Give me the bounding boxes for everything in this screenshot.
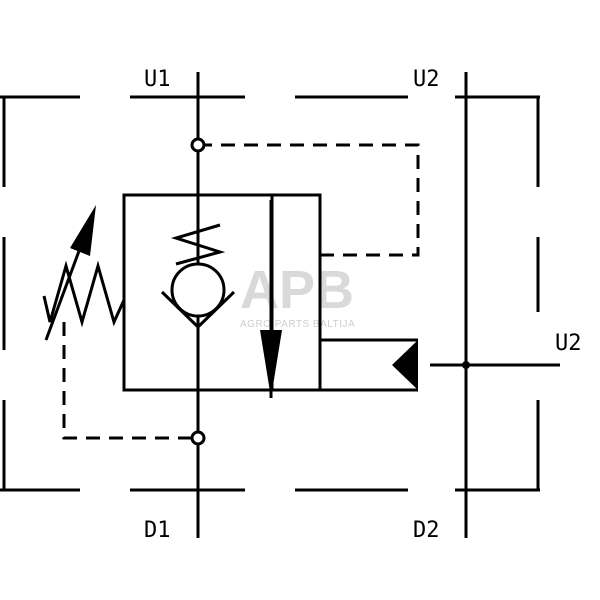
check-valve-icon — [160, 223, 236, 330]
flow-arrow-icon — [260, 200, 282, 398]
adjustable-spring-icon — [42, 205, 126, 341]
junction-bottom — [190, 430, 206, 446]
pilot-triangle-icon — [392, 340, 418, 390]
left-enclosure — [0, 95, 408, 492]
watermark: APB AGRO PARTS BALTIJA — [240, 260, 355, 330]
port-label-u2-side: U2 — [555, 331, 582, 356]
right-enclosure — [455, 95, 540, 492]
port-label-d2: D2 — [413, 518, 440, 543]
port-label-u2-top: U2 — [413, 67, 440, 92]
port-label-u1: U1 — [144, 67, 171, 92]
valve-body — [122, 193, 322, 392]
pilot-line-top — [198, 143, 420, 257]
watermark-logo: APB — [240, 260, 354, 320]
pilot-actuator — [320, 338, 418, 392]
pilot-line-bottom — [62, 322, 198, 440]
junction-top — [190, 137, 206, 153]
port-label-d1: D1 — [144, 518, 171, 543]
watermark-tagline: AGRO PARTS BALTIJA — [240, 319, 355, 330]
junction-dot-right — [462, 361, 470, 369]
